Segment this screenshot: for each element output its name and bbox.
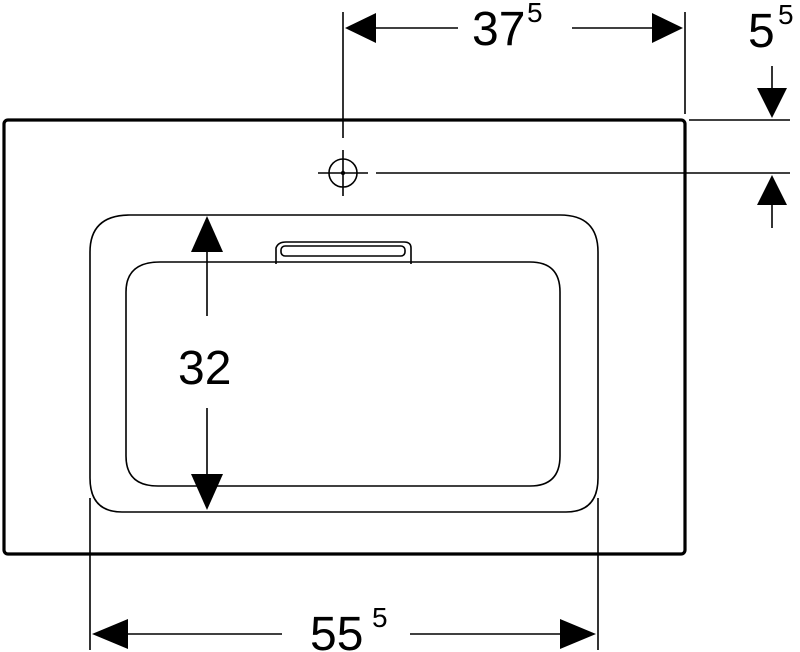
dimension-label-main: 37 [472, 3, 525, 56]
dimension-label-main: 32 [178, 342, 231, 395]
dimension-label-main: 5 [748, 5, 775, 58]
bowl-rim-outline [89, 214, 599, 513]
overflow-slot [275, 241, 412, 264]
bowl-inner-outline [125, 261, 561, 487]
dimension-tap-hole-offset: 37 5 [342, 0, 686, 138]
tap-hole-icon [318, 150, 368, 196]
dimension-label-superscript: 5 [372, 602, 388, 633]
dimension-label-superscript: 5 [778, 0, 794, 30]
dimension-tap-hole-edge-distance: 5 5 [376, 0, 794, 228]
dimension-bowl-width: 55 5 [89, 498, 599, 652]
dimension-label-main: 55 [310, 608, 363, 652]
basin-outer-outline [2, 118, 687, 556]
dimension-label-superscript: 5 [527, 0, 543, 28]
dimension-bowl-depth: 32 [178, 216, 231, 510]
